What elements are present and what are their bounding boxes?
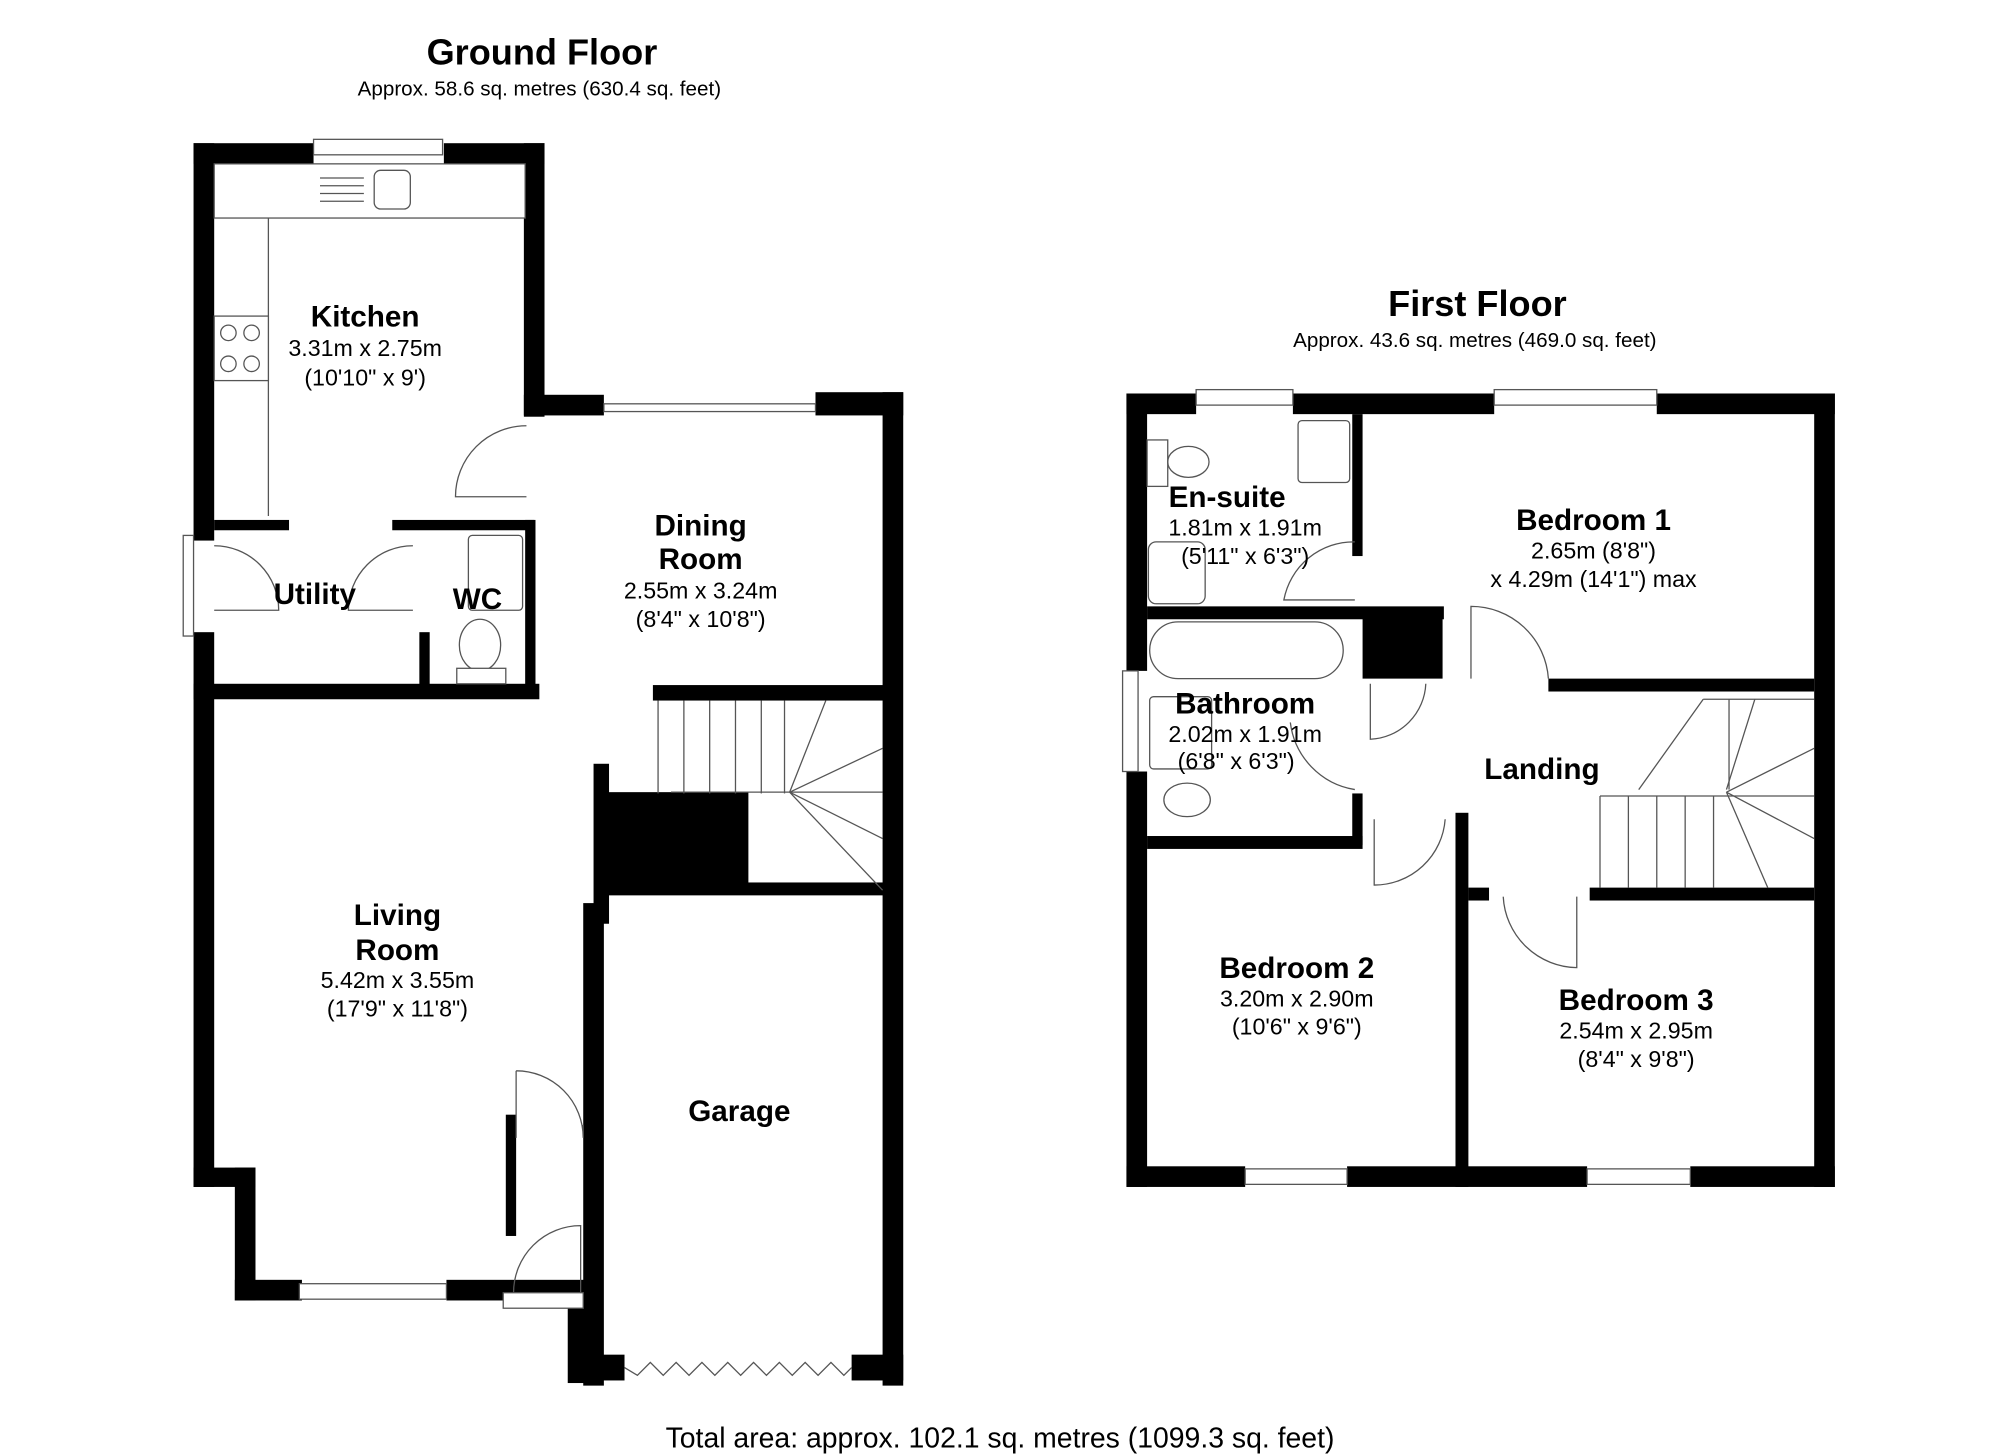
- dining-label-2: Room: [659, 543, 743, 576]
- bathroom-door: [1289, 722, 1355, 791]
- first-floor-area: Approx. 43.6 sq. metres (469.0 sq. feet): [1293, 329, 1656, 352]
- dining-label-1: Dining: [655, 509, 747, 542]
- bedroom3-dimensions: 2.54m x 2.95m: [1559, 1018, 1713, 1044]
- ground-stairs: [657, 700, 884, 891]
- dining-dimensions-ft: (8'4" x 10'8"): [636, 606, 766, 632]
- living-dimensions: 5.42m x 3.55m: [321, 967, 475, 993]
- dining-dimensions: 2.55m x 3.24m: [624, 578, 778, 604]
- living-label-2: Room: [355, 934, 439, 967]
- kitchen-door: [454, 425, 527, 498]
- first-stairs: [1599, 698, 1815, 888]
- ensuite-label: En-suite: [1169, 481, 1286, 514]
- first-floor: First Floor Approx. 43.6 sq. metres (469…: [1121, 283, 1835, 1187]
- wc-door: [347, 545, 413, 611]
- kitchen-window: [312, 138, 444, 156]
- bathroom-dimensions-ft: (6'8" x 6'3"): [1178, 748, 1295, 774]
- kitchen-fixtures: [213, 163, 526, 517]
- porch-inner-door: [516, 1070, 584, 1138]
- bedroom3-label: Bedroom 3: [1559, 984, 1714, 1017]
- ensuite-shower: [1147, 541, 1206, 605]
- garage-label: Garage: [688, 1095, 790, 1128]
- living-label-1: Living: [354, 899, 441, 932]
- ensuite-basin: [1297, 419, 1351, 484]
- ground-floor-area: Approx. 58.6 sq. metres (630.4 sq. feet): [358, 77, 721, 100]
- bathroom-basin: [1149, 696, 1213, 770]
- living-dimensions-ft: (17'9" x 11'8"): [327, 996, 468, 1022]
- garage-door: [624, 1361, 853, 1377]
- ground-floor-title: Ground Floor: [427, 32, 658, 73]
- wc-toilet: [458, 618, 502, 672]
- kitchen-dimensions-ft: (10'10" x 9'): [304, 365, 426, 391]
- wc-label: WC: [453, 583, 502, 616]
- dining-patio-door: [603, 403, 817, 413]
- bath-tub: [1149, 621, 1344, 680]
- ground-floor-walls: [193, 143, 904, 1386]
- first-floor-title: First Floor: [1388, 283, 1567, 324]
- front-door: [512, 1224, 582, 1294]
- bedroom2-label: Bedroom 2: [1219, 952, 1374, 985]
- bedroom1-window: [1493, 388, 1658, 406]
- landing-cupboard-door: [1369, 683, 1427, 740]
- ground-floor: Ground Floor Approx. 58.6 sq. metres (63…: [182, 32, 904, 1386]
- bedroom1-door: [1470, 605, 1550, 679]
- ensuite-window: [1195, 388, 1294, 406]
- sink-icon: [373, 169, 411, 210]
- kitchen-dimensions: 3.31m x 2.75m: [288, 335, 442, 361]
- first-floor-walls: [1126, 393, 1835, 1187]
- bathroom-toilet: [1163, 782, 1211, 818]
- bedroom1-dimensions-1: 2.65m (8'8"): [1531, 538, 1656, 564]
- total-area: Total area: approx. 102.1 sq. metres (10…: [666, 1423, 1335, 1454]
- wc-basin: [467, 534, 524, 611]
- living-window: [298, 1283, 448, 1300]
- bathroom-window: [1121, 670, 1139, 773]
- kitchen-label: Kitchen: [311, 300, 420, 333]
- ensuite-toilet: [1167, 445, 1210, 479]
- utility-label: Utility: [274, 578, 357, 611]
- bedroom2-door: [1373, 819, 1446, 886]
- bedroom3-door: [1502, 896, 1578, 969]
- ensuite-dimensions-ft: (5'11" x 6'3"): [1181, 543, 1309, 569]
- bedroom2-window: [1244, 1168, 1348, 1186]
- bedroom2-dimensions-ft: (10'6" x 9'6"): [1232, 1014, 1362, 1040]
- ensuite-dimensions: 1.81m x 1.91m: [1168, 514, 1322, 540]
- ensuite-door: [1283, 541, 1355, 601]
- bedroom3-dimensions-ft: (8'4" x 9'8"): [1578, 1046, 1695, 1072]
- landing-label: Landing: [1484, 753, 1599, 786]
- utility-back-door: [182, 534, 195, 637]
- bedroom1-dimensions-2: x 4.29m (14'1") max: [1490, 566, 1697, 592]
- bathroom-label: Bathroom: [1175, 687, 1315, 720]
- bedroom2-dimensions: 3.20m x 2.90m: [1220, 985, 1374, 1011]
- bedroom1-label: Bedroom 1: [1516, 504, 1671, 537]
- bathroom-dimensions: 2.02m x 1.91m: [1168, 721, 1322, 747]
- utility-door: [214, 545, 280, 611]
- bedroom3-window: [1586, 1168, 1691, 1186]
